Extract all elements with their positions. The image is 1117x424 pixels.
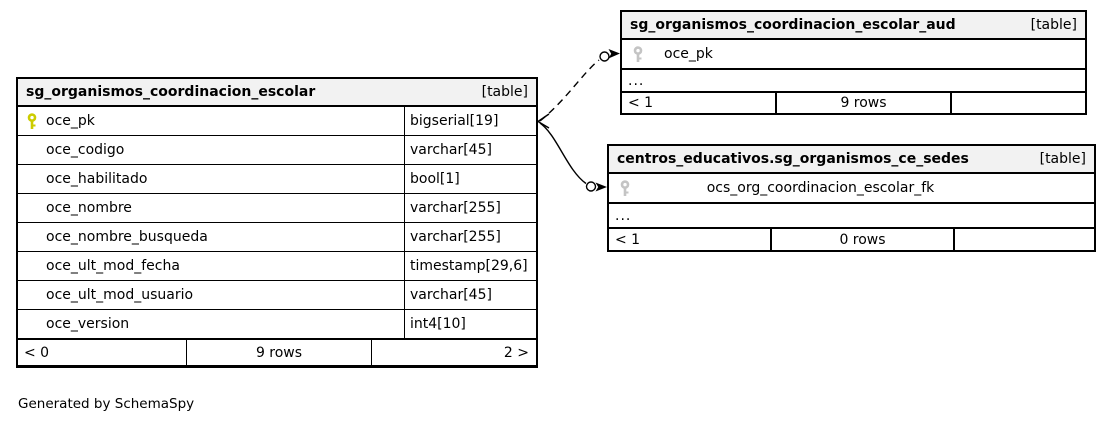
column-name: ocs_org_coordinacion_escolar_fk <box>706 180 935 196</box>
column-row-oce-ult-mod-usuario: oce_ult_mod_usuario varchar[45] <box>18 281 536 310</box>
column-type: timestamp[29,6] <box>404 252 536 280</box>
icon-spacer <box>26 237 38 238</box>
column-row-oce-nombre-busqueda: oce_nombre_busqueda varchar[255] <box>18 223 536 252</box>
column-type: int4[10] <box>404 310 536 338</box>
table-footer: < 1 0 rows <box>609 229 1094 250</box>
icon-spacer <box>26 266 38 267</box>
table-sg-organismos-coordinacion-escolar: sg_organismos_coordinacion_escolar [tabl… <box>16 77 538 368</box>
primary-key-icon <box>27 112 37 129</box>
icon-spacer <box>26 150 38 151</box>
table-footer: < 1 9 rows <box>622 93 1085 113</box>
table-sg-organismos-coordinacion-escolar-aud: sg_organismos_coordinacion_escolar_aud [… <box>620 10 1087 115</box>
column-name: oce_pk <box>664 46 713 62</box>
icon-spacer <box>26 208 38 209</box>
column-name: oce_ult_mod_fecha <box>46 258 180 274</box>
table-title[interactable]: sg_organismos_coordinacion_escolar <box>26 84 316 100</box>
column-type: bool[1] <box>404 165 536 193</box>
hidden-columns-ellipsis: ... <box>609 204 1094 229</box>
related-count-right: 2 > <box>371 340 536 365</box>
related-count-right <box>950 93 1085 113</box>
table-header: centros_educativos.sg_organismos_ce_sede… <box>609 146 1094 174</box>
icon-spacer <box>26 324 38 325</box>
table-centros-educativos-sg-organismos-ce-sedes: centros_educativos.sg_organismos_ce_sede… <box>607 144 1096 252</box>
key-icon <box>620 179 630 196</box>
table-header: sg_organismos_coordinacion_escolar_aud [… <box>622 12 1085 40</box>
column-name: oce_codigo <box>46 142 125 158</box>
column-row-oce-codigo: oce_codigo varchar[45] <box>18 136 536 165</box>
related-count-left: < 1 <box>615 231 641 248</box>
table-type-badge: [table] <box>481 84 528 100</box>
key-icon <box>633 45 643 62</box>
column-type: varchar[45] <box>404 136 536 164</box>
row-count: 9 rows <box>775 93 950 113</box>
column-row-oce-ult-mod-fecha: oce_ult_mod_fecha timestamp[29,6] <box>18 252 536 281</box>
column-name: oce_nombre <box>46 200 132 216</box>
icon-spacer <box>26 295 38 296</box>
related-count-left: < 0 <box>24 344 50 361</box>
row-count: 9 rows <box>186 340 371 365</box>
table-title[interactable]: centros_educativos.sg_organismos_ce_sede… <box>617 151 969 167</box>
table-type-badge: [table] <box>1039 151 1086 167</box>
column-name: oce_habilitado <box>46 171 148 187</box>
column-type: varchar[255] <box>404 223 536 251</box>
column-type: bigserial[19] <box>404 107 536 135</box>
column-name: oce_ult_mod_usuario <box>46 287 194 303</box>
column-row-oce-pk: oce_pk <box>622 40 1085 70</box>
table-title[interactable]: sg_organismos_coordinacion_escolar_aud <box>630 17 956 33</box>
edge-parent-crowfoot <box>536 113 550 129</box>
column-type: varchar[255] <box>404 194 536 222</box>
column-row-oce-version: oce_version int4[10] <box>18 310 536 339</box>
column-row-oce-habilitado: oce_habilitado bool[1] <box>18 165 536 194</box>
table-type-badge: [table] <box>1030 17 1077 33</box>
icon-spacer <box>26 179 38 180</box>
row-count: 0 rows <box>770 229 953 250</box>
related-count-left: < 1 <box>628 95 654 111</box>
column-row-ocs-org-coordinacion-escolar-fk: ocs_org_coordinacion_escolar_fk <box>609 174 1094 204</box>
table-header: sg_organismos_coordinacion_escolar [tabl… <box>18 79 536 107</box>
column-row-oce-nombre: oce_nombre varchar[255] <box>18 194 536 223</box>
table-footer: < 0 9 rows 2 > <box>18 339 536 365</box>
edge-to-sedes <box>539 122 607 192</box>
hidden-columns-ellipsis: ... <box>622 70 1085 93</box>
column-name: oce_pk <box>46 113 95 129</box>
edge-to-aud <box>539 49 620 122</box>
column-row-oce-pk: oce_pk bigserial[19] <box>18 107 536 136</box>
generator-credit: Generated by SchemaSpy <box>18 396 195 412</box>
column-type: varchar[45] <box>404 281 536 309</box>
column-name: oce_nombre_busqueda <box>46 229 208 245</box>
related-count-right <box>953 229 1094 250</box>
column-name: oce_version <box>46 316 130 332</box>
